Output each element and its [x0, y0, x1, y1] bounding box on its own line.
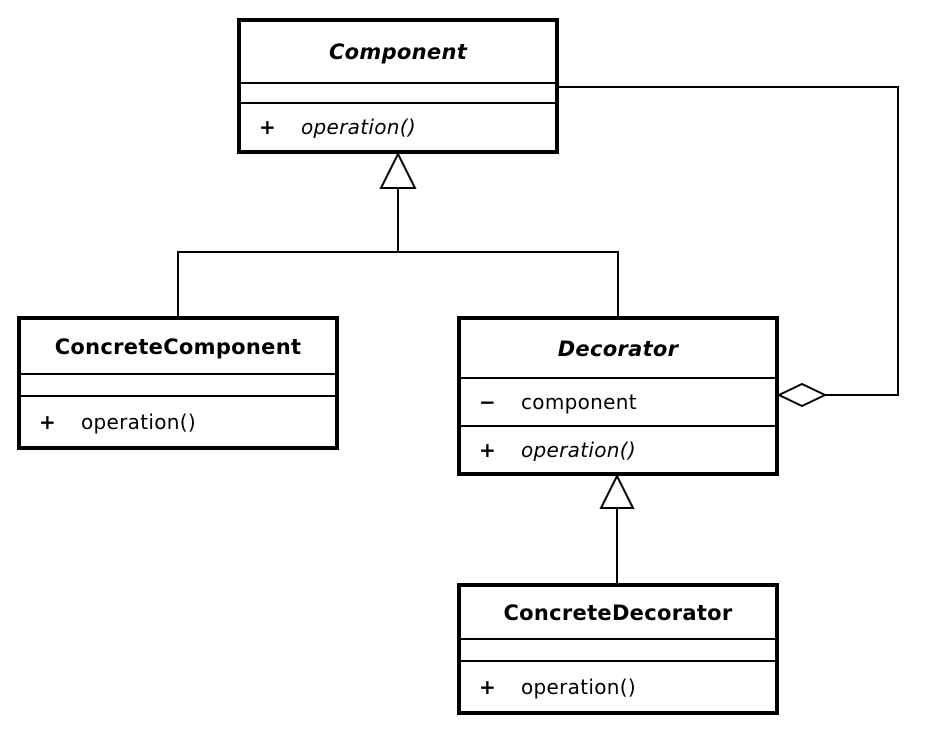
hollow-triangle-icon — [379, 151, 417, 189]
attributes-compartment — [241, 82, 555, 102]
method-item: + operation() — [461, 427, 775, 472]
class-box-concrete-decorator: ConcreteDecorator + operation() — [457, 583, 779, 715]
attributes-compartment — [21, 373, 335, 395]
methods-compartment: + operation() — [461, 425, 775, 472]
visibility-marker: + — [39, 409, 57, 434]
attributes-compartment: − component — [461, 377, 775, 425]
hollow-diamond-icon — [776, 382, 828, 408]
method-label: operation() — [301, 115, 416, 139]
class-title: Component — [241, 22, 555, 82]
method-label: operation() — [81, 409, 196, 434]
visibility-marker: + — [259, 115, 277, 139]
class-title: Decorator — [461, 320, 775, 377]
hollow-triangle-icon — [599, 473, 635, 509]
class-name: ConcreteComponent — [54, 334, 302, 359]
aggregation-line — [559, 86, 899, 396]
method-label: operation() — [521, 437, 636, 462]
methods-compartment: + operation() — [21, 395, 335, 446]
attribute-label: component — [521, 390, 637, 414]
visibility-marker: + — [479, 437, 497, 462]
methods-compartment: + operation() — [461, 660, 775, 711]
attribute-item: − component — [461, 379, 775, 425]
class-box-concrete-component: ConcreteComponent + operation() — [17, 316, 339, 450]
generalization-line-to-component — [177, 186, 619, 316]
class-name: Decorator — [557, 336, 679, 361]
method-label: operation() — [521, 674, 636, 699]
class-title: ConcreteDecorator — [461, 587, 775, 638]
methods-compartment: + operation() — [241, 102, 555, 150]
class-box-component: Component + operation() — [237, 18, 559, 154]
class-name: ConcreteDecorator — [503, 600, 733, 625]
method-item: + operation() — [461, 662, 775, 711]
method-item: + operation() — [21, 397, 335, 446]
class-title: ConcreteComponent — [21, 320, 335, 373]
class-box-decorator: Decorator − component + operation() — [457, 316, 779, 476]
visibility-marker: + — [479, 674, 497, 699]
class-name: Component — [328, 40, 468, 64]
attributes-compartment — [461, 638, 775, 660]
method-item: + operation() — [241, 104, 555, 150]
visibility-marker: − — [479, 390, 497, 414]
